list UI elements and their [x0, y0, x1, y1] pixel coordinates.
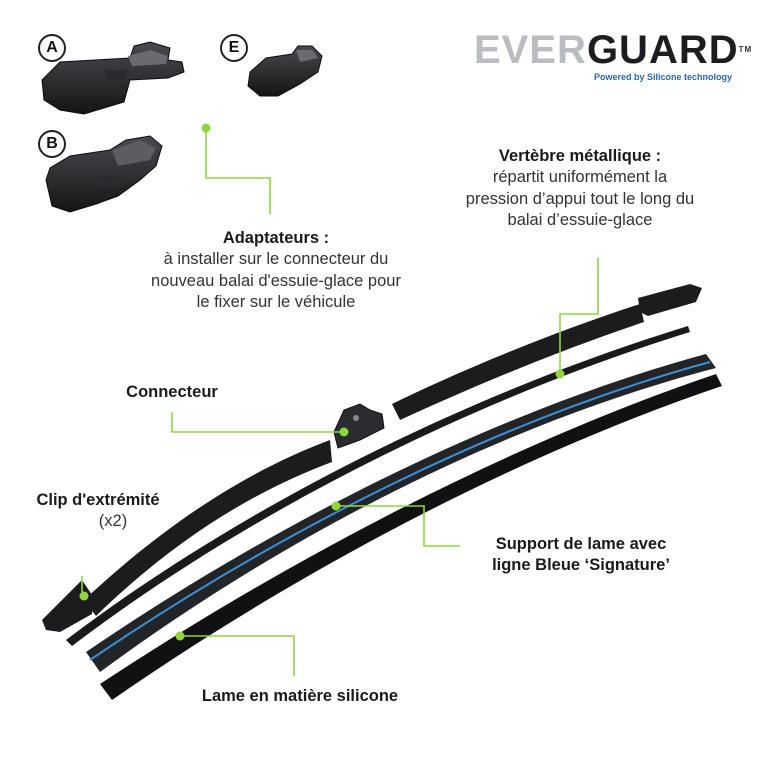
adapter-a-badge: A — [38, 34, 66, 62]
end-clip-right — [638, 284, 702, 316]
support-label: Support de lame avec ligne Bleue ‘Signat… — [456, 534, 706, 577]
spoiler-left-segment — [84, 440, 332, 616]
silicone-blade — [100, 374, 722, 700]
adapter-e-shape — [247, 45, 323, 97]
connecteur-label: Connecteur — [126, 383, 218, 401]
support-line-2: ligne Bleue ‘Signature’ — [492, 556, 670, 575]
vertebre-line-2: pression d’appui tout le long du — [465, 189, 695, 208]
vertebre-label: Vertèbre métallique : répartit uniformém… — [430, 146, 730, 232]
spoiler-right-segment — [392, 304, 644, 420]
adaptateurs-line-3: le fixer sur le véhicule — [196, 293, 356, 312]
adaptateurs-label: Adaptateurs : à installer sur le connect… — [104, 228, 448, 314]
support-line-1: Support de lame avec — [495, 535, 667, 553]
clip-title: Clip d'extrémité — [36, 491, 160, 509]
adaptateurs-line-2: nouveau balai d'essuie-glace pour — [151, 271, 401, 290]
leader-lines — [81, 128, 599, 676]
logo-tagline: Powered by Silicone technology — [593, 72, 732, 82]
adapter-b-badge: B — [38, 130, 66, 158]
end-clip-left — [42, 580, 94, 632]
clip-label: Clip d'extrémité (x2) — [6, 490, 190, 533]
signature-blue-line — [89, 361, 711, 661]
adapter-b-shape — [45, 135, 163, 213]
lame-label: Lame en matière silicone — [201, 687, 399, 705]
blade-support — [86, 354, 716, 672]
logo-trademark: TM — [738, 45, 753, 54]
adapter-a-shape — [41, 41, 185, 115]
vertebre-title: Vertèbre métallique : — [498, 147, 662, 165]
everguard-logo: EVERGUARDTM Powered by Silicone technolo… — [474, 28, 751, 86]
adaptateurs-line-1: à installer sur le connecteur du — [163, 250, 389, 269]
adapter-e-badge: E — [220, 34, 248, 62]
vertebre-line-3: balai d’essuie-glace — [507, 211, 653, 230]
clip-qty: (x2) — [98, 512, 128, 531]
connector-shape — [333, 403, 385, 449]
leader-dots — [79, 123, 565, 641]
logo-guard: GUARD — [586, 28, 739, 72]
logo-ever: EVER — [474, 28, 587, 72]
adaptateurs-title: Adaptateurs : — [222, 229, 330, 247]
vertebre-line-1: répartit uniformément la — [492, 168, 668, 187]
